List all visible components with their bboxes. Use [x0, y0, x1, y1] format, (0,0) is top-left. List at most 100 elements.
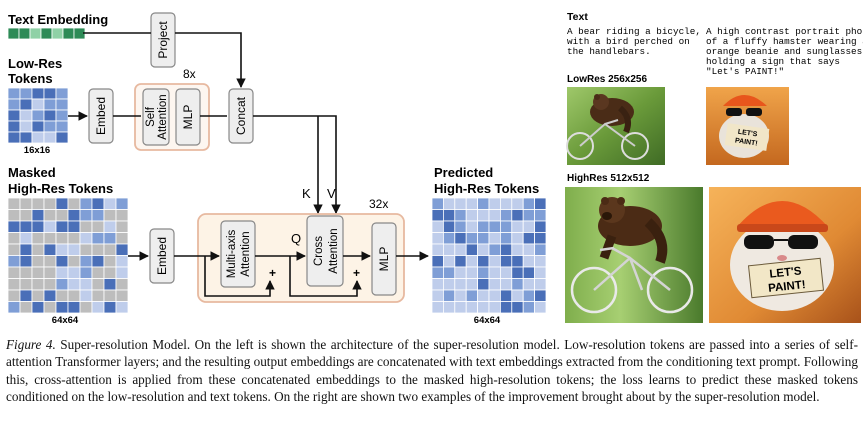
masked-token: [43, 278, 57, 291]
masked-token: [43, 243, 57, 256]
masked-token: [79, 243, 93, 256]
masked-token: [79, 209, 93, 222]
low-res-size: 16x16: [24, 145, 50, 156]
predicted-token: [477, 278, 490, 291]
predicted-token: [454, 197, 467, 210]
text-embedding-cell: [40, 27, 53, 40]
predicted-token: [431, 278, 444, 291]
masked-token: [103, 266, 117, 279]
masked-token: [91, 289, 105, 302]
predicted-token: [465, 255, 479, 268]
predicted-token: [431, 301, 444, 314]
predicted-token: [454, 289, 467, 302]
masked-token: [67, 289, 81, 302]
predicted-token: [522, 301, 536, 314]
predicted-token: [454, 220, 467, 233]
predicted-token: [454, 255, 467, 268]
masked-token: [19, 278, 33, 291]
masked-token: [103, 209, 117, 222]
predicted-token: [511, 301, 524, 314]
masked-token: [91, 278, 105, 291]
predicted-token: [454, 301, 467, 314]
masked-token: [55, 289, 69, 302]
low-res-token: [55, 109, 69, 122]
masked-label-line2: High-Res Tokens: [8, 181, 113, 196]
predicted-token: [488, 197, 501, 210]
lowres-label: LowRes 256x256: [567, 74, 647, 85]
cross-attention-line1: Cross: [313, 236, 325, 266]
cross-attention-line2: Attention: [328, 228, 340, 273]
prompt-2-line: "Let's PAINT!": [706, 66, 784, 77]
masked-token: [103, 243, 117, 256]
predicted-token: [534, 197, 547, 210]
masked-label-line1: Masked: [8, 165, 56, 180]
v-label: V: [327, 186, 336, 201]
predicted-token: [534, 220, 547, 233]
low-res-token: [31, 98, 45, 111]
predicted-token: [442, 289, 456, 302]
self-attention-block: [142, 88, 170, 146]
predicted-token: [477, 266, 490, 279]
predicted-token: [465, 266, 479, 279]
text-embedding-label: Text Embedding: [8, 12, 108, 27]
predicted-token: [454, 232, 467, 245]
predicted-token: [488, 209, 501, 222]
prompt-1-line: with a bird perched on: [567, 36, 690, 47]
masked-token: [55, 301, 69, 314]
masked-token: [43, 255, 57, 268]
multi-axis-attention-block: [220, 220, 256, 288]
low-res-token: [19, 131, 33, 144]
masked-token: [79, 301, 93, 314]
prompt-2: A high contrast portrait photo of a fluf…: [706, 26, 863, 77]
masked-token: [31, 209, 45, 222]
predicted-token: [465, 301, 479, 314]
embed-label-low: Embed: [94, 97, 108, 135]
predicted-token: [499, 243, 513, 256]
high-res-size-right: 64x64: [474, 315, 501, 326]
predicted-token: [431, 197, 444, 210]
masked-token: [67, 255, 81, 268]
predicted-token: [511, 278, 524, 291]
low-res-token: [43, 87, 57, 100]
text-embedding-cell: [7, 27, 20, 40]
predicted-token: [499, 289, 513, 302]
predicted-token: [465, 220, 479, 233]
highres-sign-line2: PAINT!: [768, 279, 807, 295]
masked-token: [91, 232, 105, 245]
predicted-token: [465, 289, 479, 302]
predicted-token: [511, 255, 524, 268]
masked-token: [115, 266, 129, 279]
mlp-block-high: [371, 222, 397, 296]
predicted-token: [442, 232, 456, 245]
masked-token: [31, 278, 45, 291]
masked-token: [55, 266, 69, 279]
embed-label-high: Embed: [155, 237, 169, 275]
text-embedding-bar: [7, 27, 86, 40]
predicted-token: [477, 232, 490, 245]
highres-label: HighRes 512x512: [567, 173, 650, 184]
predicted-token: [499, 301, 513, 314]
prompt-2-line: A high contrast portrait photo: [706, 26, 863, 37]
predicted-token: [534, 243, 547, 256]
masked-token: [7, 243, 21, 256]
low-res-token: [19, 120, 33, 133]
predicted-token: [534, 301, 547, 314]
masked-token: [55, 209, 69, 222]
masked-token: [31, 301, 45, 314]
masked-token: [55, 220, 69, 233]
predicted-token: [499, 197, 513, 210]
text-embedding-cell: [62, 27, 75, 40]
low-res-token: [31, 131, 45, 144]
predicted-token: [499, 255, 513, 268]
predicted-token: [488, 243, 501, 256]
masked-token: [103, 301, 117, 314]
self-attention-line2: Attention: [157, 94, 169, 139]
masked-token: [7, 289, 21, 302]
highres-bear-image: [565, 187, 703, 323]
predicted-token: [534, 266, 547, 279]
masked-token: [115, 301, 129, 314]
masked-token: [31, 266, 45, 279]
masked-token: [55, 232, 69, 245]
masked-token: [67, 278, 81, 291]
low-res-label-line1: Low-Res: [8, 56, 62, 71]
